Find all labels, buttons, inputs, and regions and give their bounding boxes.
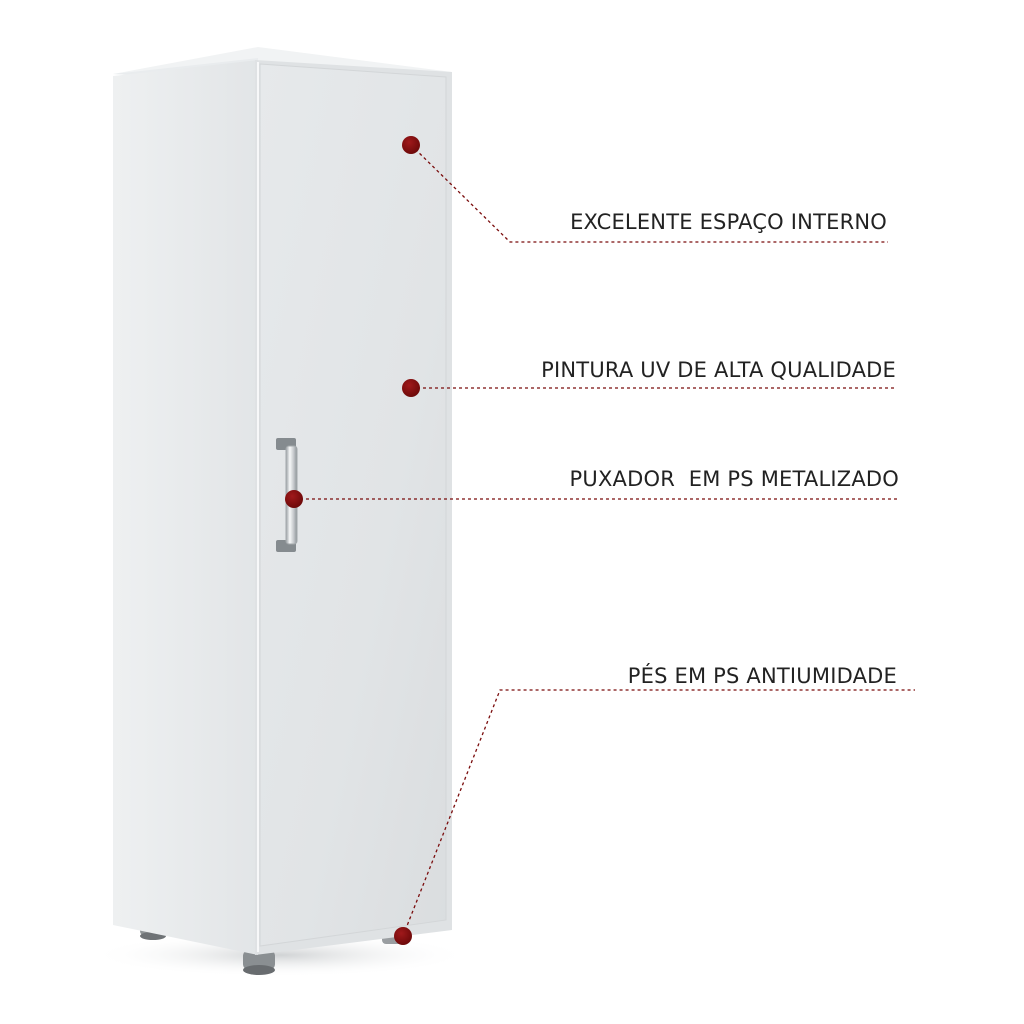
cabinet-door	[259, 63, 447, 947]
floor-shadow	[90, 933, 470, 977]
callout-label-pes: PÉS EM PS ANTIUMIDADE	[627, 664, 897, 688]
callout-label-espaco-interno: EXCELENTE ESPAÇO INTERNO	[570, 210, 887, 234]
marker-dot-espaco	[402, 136, 420, 154]
leader-line-espaco	[410, 144, 888, 243]
leader-line-pes	[402, 689, 915, 937]
cabinet-side-panel	[113, 60, 258, 955]
callout-label-pintura-uv: PINTURA UV DE ALTA QUALIDADE	[541, 358, 896, 382]
callout-label-puxador: PUXADOR EM PS METALIZADO	[569, 467, 899, 491]
marker-dot-pintura	[402, 379, 420, 397]
marker-dot-pes	[394, 927, 412, 945]
leader-lines	[294, 144, 915, 937]
marker-dot-puxador	[285, 490, 303, 508]
